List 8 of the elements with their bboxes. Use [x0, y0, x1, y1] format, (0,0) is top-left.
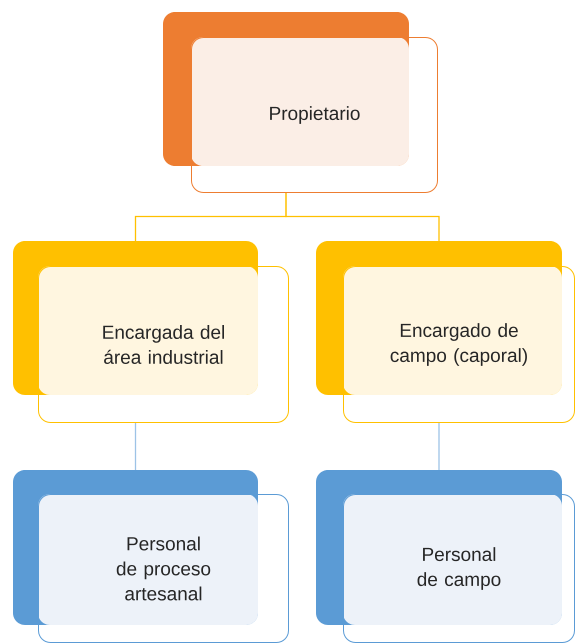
org-chart-box: Propietario [163, 12, 438, 193]
connector-line [285, 193, 440, 241]
org-chart-box: Encargado de campo (caporal) [316, 241, 575, 423]
connector-line [134, 423, 136, 470]
org-chart-box: Personal de campo [316, 470, 575, 643]
connector-line [438, 423, 440, 470]
org-chart-box: Personal de proceso artesanal [13, 470, 289, 643]
org-chart-box: Encargada del área industrial [13, 241, 289, 423]
